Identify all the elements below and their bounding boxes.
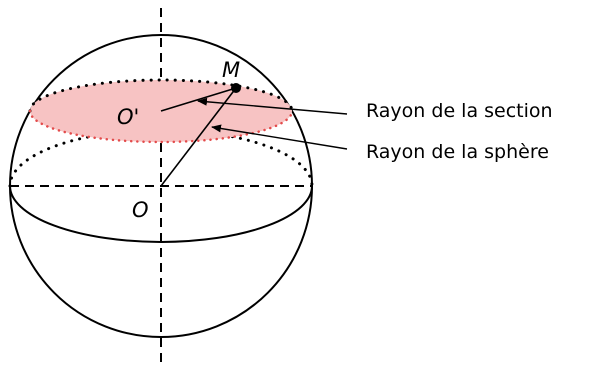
point-m-dot bbox=[231, 83, 241, 93]
sphere-radius-label: Rayon de la sphère bbox=[366, 141, 549, 163]
sphere-radius-line bbox=[160, 87, 237, 187]
label-m: M bbox=[222, 58, 240, 82]
section-radius-label: Rayon de la section bbox=[366, 100, 553, 122]
equator-front-arc bbox=[9, 185, 313, 243]
label-o: O bbox=[132, 198, 149, 222]
sphere-radius-arrow bbox=[211, 124, 348, 150]
label-o-prime: O' bbox=[117, 105, 139, 129]
section-edge-back bbox=[28, 78, 294, 113]
section-edge-front bbox=[28, 109, 294, 144]
section-radius-arrow bbox=[197, 97, 348, 115]
